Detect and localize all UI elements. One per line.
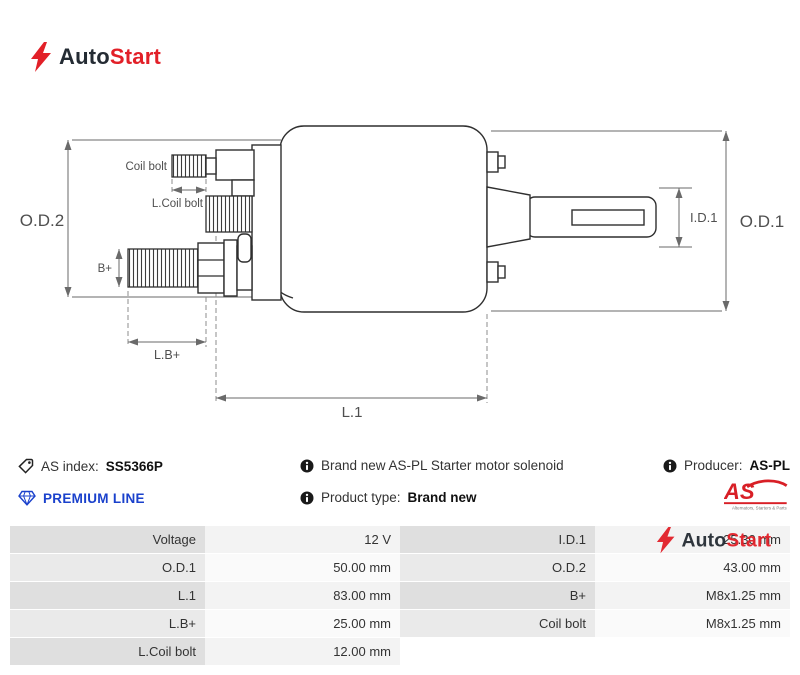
l1-label: L.1	[342, 404, 363, 421]
spec-value: 43.00 mm	[595, 554, 790, 581]
autostart-logo: AutoStart	[30, 42, 161, 72]
premium-line-label: PREMIUM LINE	[43, 490, 145, 506]
table-row: L.B+ 25.00 mm Coil bolt M8x1.25 mm	[10, 610, 790, 637]
spec-label: I.D.1	[400, 526, 595, 553]
od1-label: O.D.1	[740, 212, 784, 231]
table-row: O.D.1 50.00 mm O.D.2 43.00 mm	[10, 554, 790, 581]
product-type: Product type: Brand new	[300, 490, 477, 505]
mounting-tabs	[486, 151, 506, 283]
lightning-bolt-icon	[656, 527, 675, 554]
spec-label: O.D.1	[10, 554, 205, 581]
as-index: AS index: SS5366P	[18, 458, 163, 474]
spec-table: Voltage 12 V I.D.1 25.30 mm O.D.1 50.00 …	[10, 526, 790, 666]
product-type-value: Brand new	[407, 490, 477, 505]
dimension-od2: O.D.2	[20, 139, 281, 298]
as-index-label: AS index:	[41, 458, 99, 474]
spec-label: Coil bolt	[400, 610, 595, 637]
spec-label-empty	[400, 638, 595, 665]
spec-label: Voltage	[10, 526, 205, 553]
aspl-brand-icon: AS Alternators, Starters & Parts	[724, 479, 787, 510]
producer-label: Producer:	[683, 458, 743, 473]
aspl-text: AS	[724, 479, 755, 504]
spec-value: 25.00 mm	[205, 610, 400, 637]
as-index-value: SS5366P	[105, 458, 163, 474]
spec-value: 12 V	[205, 526, 400, 553]
coil-bolt-label: Coil bolt	[125, 161, 167, 173]
solenoid-technical-drawing: O.D.2 O.D.1 I.D.1 Coil bolt L.Coil bolt …	[20, 125, 784, 421]
l-coil-bolt-thread	[205, 195, 253, 233]
solenoid-body	[279, 125, 488, 313]
dimension-coil-bolt: Coil bolt	[125, 161, 207, 194]
lb-plus-label: L.B+	[154, 348, 180, 362]
spec-label: L.B+	[10, 610, 205, 637]
dimension-lb-plus: L.B+	[127, 291, 207, 362]
product-type-label: Product type:	[321, 490, 401, 505]
autostart-watermark-logo: AutoStart	[656, 527, 772, 554]
table-row: L.1 83.00 mm B+ M8x1.25 mm	[10, 582, 790, 609]
b-plus-label: B+	[98, 263, 113, 275]
l-coil-bolt-label: L.Coil bolt	[152, 198, 204, 210]
table-row: Voltage 12 V I.D.1 25.30 mm	[10, 526, 790, 553]
spec-value: M8x1.25 mm	[595, 582, 790, 609]
info-icon	[300, 459, 314, 472]
lightning-bolt-icon	[31, 42, 51, 72]
coil-bolt-stud	[171, 154, 217, 178]
plunger-shaft	[486, 186, 657, 248]
wordmark-auto: Auto	[681, 528, 727, 551]
id1-label: I.D.1	[690, 210, 717, 225]
spec-label: O.D.2	[400, 554, 595, 581]
b-plus-terminal	[127, 233, 253, 297]
product-info-strip: AS index: SS5366P Brand new AS-PL Starte…	[0, 450, 800, 522]
table-row: L.Coil bolt 12.00 mm	[10, 638, 790, 665]
producer: Producer: AS-PL	[663, 458, 790, 473]
wordmark-auto: Auto	[59, 44, 110, 69]
tag-icon	[18, 458, 34, 474]
dimension-od1: O.D.1	[491, 130, 784, 312]
spec-value: 50.00 mm	[205, 554, 400, 581]
spec-value: 25.30 mm	[595, 526, 790, 553]
spec-value-empty	[595, 638, 790, 665]
wordmark-start: Start	[726, 528, 772, 551]
spec-value: M8x1.25 mm	[595, 610, 790, 637]
aspl-logo: AS Alternators, Starters & Parts	[724, 478, 790, 511]
dimension-id1: I.D.1	[659, 187, 717, 248]
dimension-b-plus: B+	[98, 249, 123, 287]
info-icon	[300, 491, 314, 504]
premium-line-badge: PREMIUM LINE	[18, 490, 145, 506]
autostart-wordmark: AutoStart	[682, 529, 772, 552]
spec-value: 83.00 mm	[205, 582, 400, 609]
spec-label: L.1	[10, 582, 205, 609]
spec-label: B+	[400, 582, 595, 609]
producer-value: AS-PL	[749, 458, 791, 473]
description-text: Brand new AS-PL Starter motor solenoid	[321, 458, 564, 473]
spec-label: L.Coil bolt	[10, 638, 205, 665]
info-icon	[663, 459, 677, 472]
wordmark-start: Start	[109, 44, 162, 69]
front-bracket	[215, 144, 282, 301]
autostart-wordmark: AutoStart	[59, 44, 161, 70]
od2-label: O.D.2	[20, 211, 64, 230]
gem-icon	[18, 490, 36, 506]
spec-value: 12.00 mm	[205, 638, 400, 665]
product-description: Brand new AS-PL Starter motor solenoid	[300, 458, 564, 473]
aspl-caption: Alternators, Starters & Parts	[732, 505, 787, 510]
